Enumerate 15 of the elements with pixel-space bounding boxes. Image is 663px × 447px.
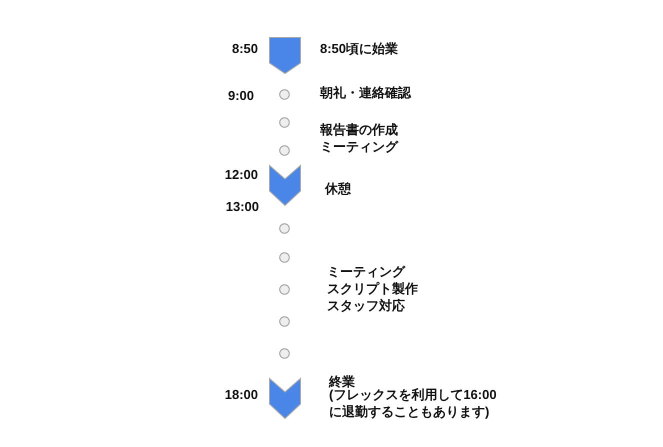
note-text: (フレックスを利用して16:00に退勤することもあります) xyxy=(329,386,498,420)
time-label: 12:00 xyxy=(224,166,258,182)
schedule-text: 朝礼・連絡確認 xyxy=(320,84,411,100)
time-label: 13:00 xyxy=(226,198,259,214)
schedule-text: ミーティング xyxy=(327,262,405,280)
schedule-text: スタッフ対応 xyxy=(327,296,405,314)
schedule-text: 休憩 xyxy=(325,180,351,196)
schedule-text: ミーティング xyxy=(320,138,398,154)
time-label: 8:50 xyxy=(232,40,258,56)
schedule-text: 8:50頃に始業 xyxy=(320,40,398,56)
schedule-text: 報告書の作成 xyxy=(320,120,398,138)
time-label: 18:00 xyxy=(224,386,258,402)
time-label: 9:00 xyxy=(228,86,254,104)
schedule-text: スクリプト製作 xyxy=(327,280,418,296)
schedule-text: 終業 xyxy=(329,372,355,390)
